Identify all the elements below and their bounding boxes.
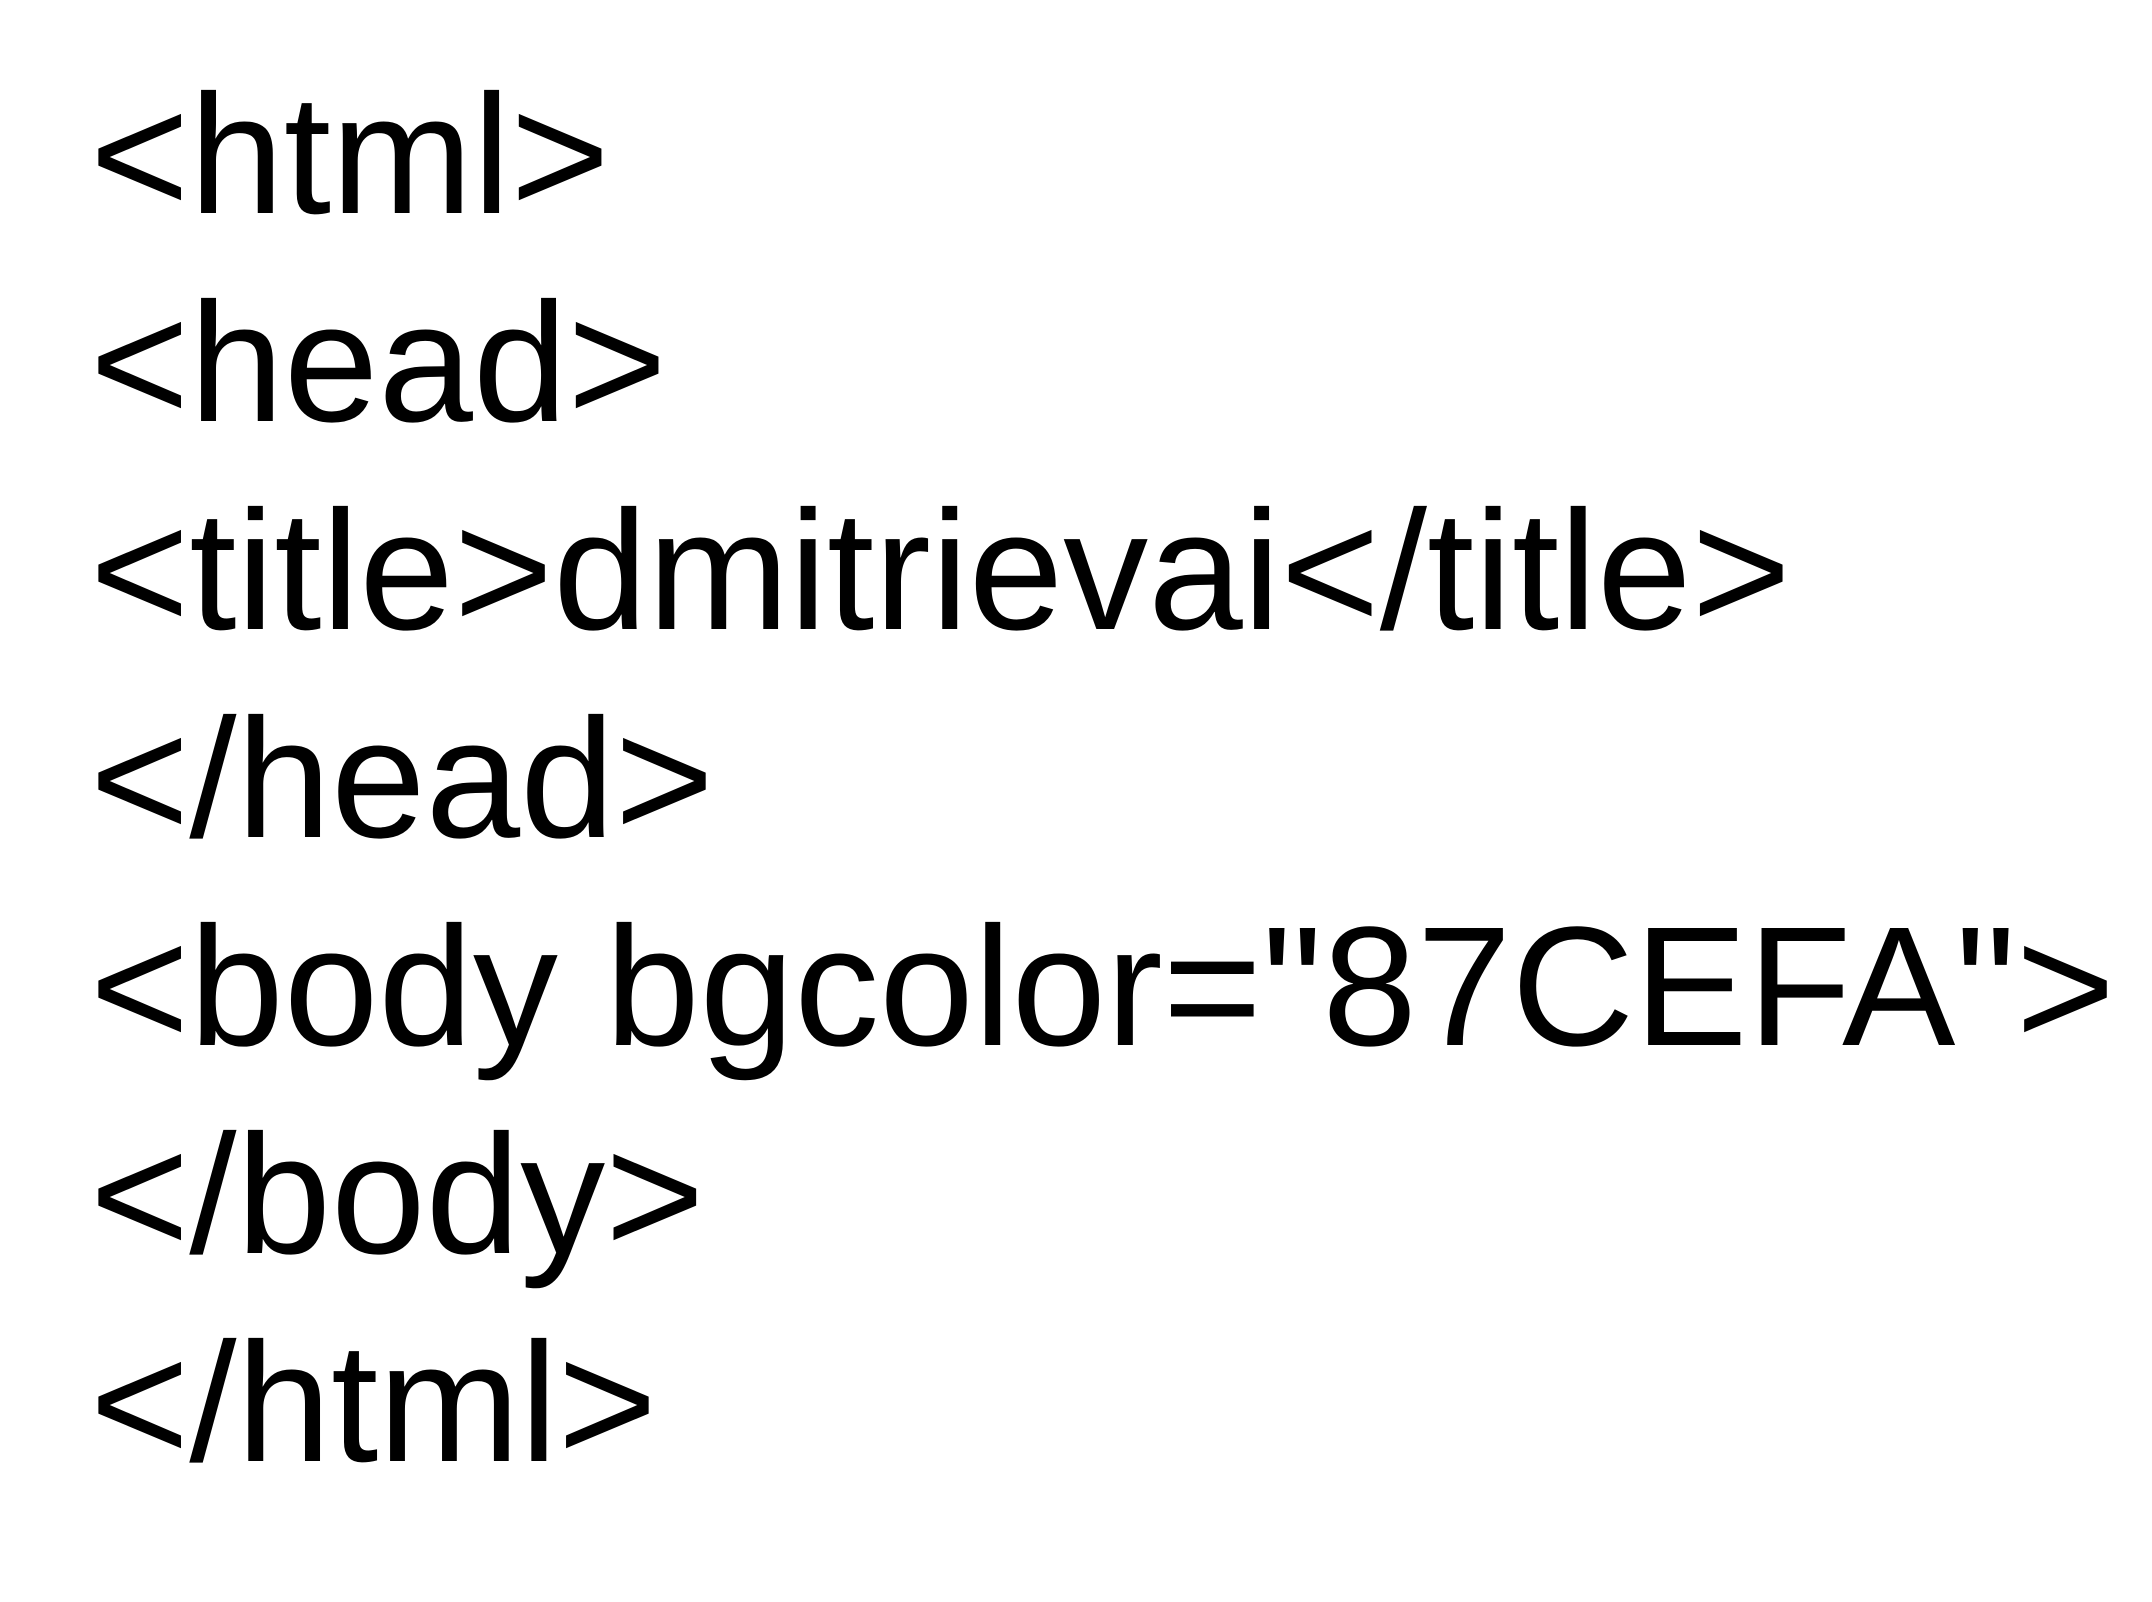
html-open-tag-line: <html> <box>90 60 610 250</box>
body-open-tag-line: <body bgcolor="87CEFA"> <box>90 892 2116 1082</box>
head-open-tag-line: <head> <box>90 268 667 458</box>
head-close-tag-line: </head> <box>90 684 714 874</box>
body-close-tag-line: </body> <box>90 1100 705 1290</box>
html-close-tag-line: </html> <box>90 1308 657 1498</box>
title-tag-line: <title>dmitrievai</title> <box>90 476 1791 666</box>
